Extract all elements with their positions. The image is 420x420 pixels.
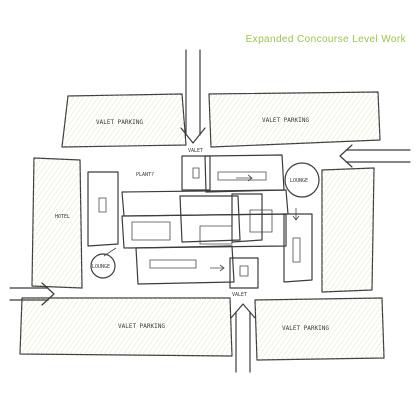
blue-block-west xyxy=(87,171,119,247)
concourse xyxy=(121,189,289,249)
label-valet-parking-ne: VALET PARKING xyxy=(262,117,309,124)
parking-block-se xyxy=(254,297,385,361)
blue-block-east xyxy=(283,213,313,283)
parking-block-ne xyxy=(208,91,381,148)
label-hotel: HOTEL xyxy=(55,214,70,220)
south-access-arrow xyxy=(230,303,256,373)
lounge-west xyxy=(90,253,116,279)
east-access-arrow xyxy=(339,144,411,168)
label-valet-parking-nw: VALET PARKING xyxy=(96,119,143,126)
label-valet-top: VALET xyxy=(188,148,203,154)
east-block xyxy=(321,167,375,293)
hotel-block xyxy=(31,157,83,289)
label-valet-bottom: VALET xyxy=(232,292,247,298)
page-title: Expanded Concourse Level Work xyxy=(245,34,406,45)
label-valet-parking-se: VALET PARKING xyxy=(282,325,329,332)
label-lounge-east: LOUNGE xyxy=(290,178,308,184)
label-plant: PLANT? xyxy=(136,172,154,178)
valet-node-bottom xyxy=(229,257,259,289)
blue-block-south xyxy=(135,245,235,285)
label-valet-parking-sw: VALET PARKING xyxy=(118,323,165,330)
label-lounge-west: LOUNGE xyxy=(92,264,110,270)
valet-node-top xyxy=(181,155,211,191)
parking-block-sw xyxy=(19,297,233,357)
north-access-arrow xyxy=(180,49,206,144)
parking-block-nw xyxy=(61,93,187,148)
flow-arrows xyxy=(103,174,300,272)
blue-block-north xyxy=(204,154,285,193)
lounge-east xyxy=(284,162,320,198)
west-access-arrow xyxy=(9,282,55,306)
